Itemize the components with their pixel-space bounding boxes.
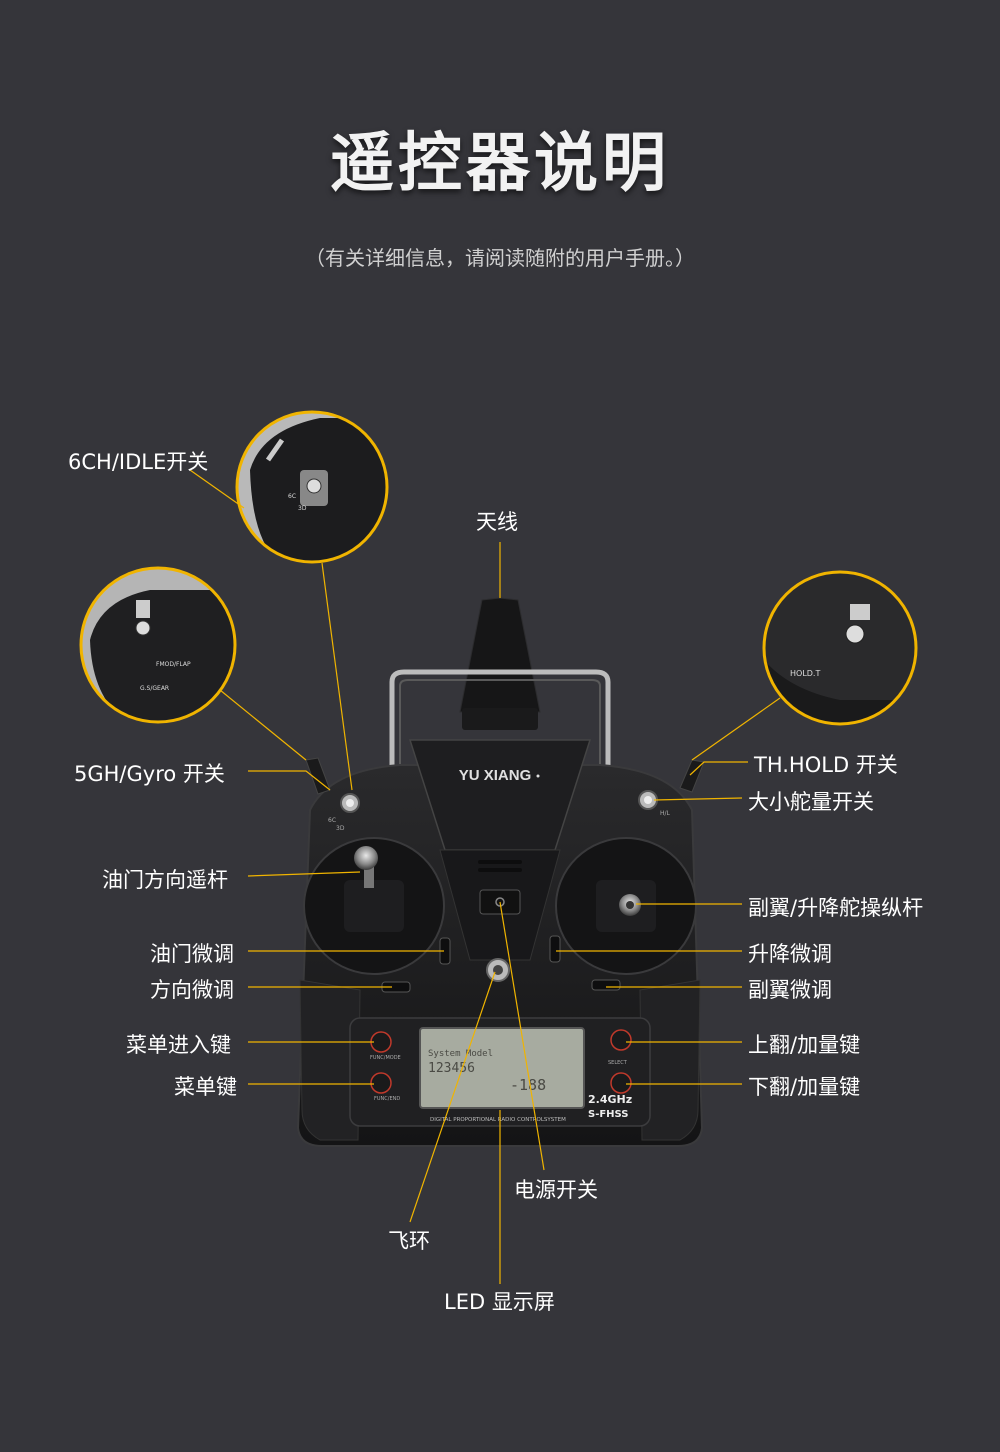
label-throttle-trim: 油门微调	[150, 942, 234, 966]
fhss-label: S-FHSS	[588, 1109, 629, 1120]
hold-switch-inset: HOLD.T	[762, 570, 918, 726]
led-screen: System Model 123456 -188	[419, 1027, 585, 1109]
label-idle-switch: 6CH/IDLE开关	[68, 450, 209, 474]
label-aileron-trim: 副翼微调	[748, 978, 832, 1002]
lcd-line3: -188	[510, 1076, 546, 1094]
idle-switch-inset: 6C 3D	[235, 410, 389, 564]
label-gyro-switch: 5GH/Gyro 开关	[74, 762, 225, 786]
label-power-switch: 电源开关	[514, 1178, 598, 1202]
select-mark: SELECT	[608, 1060, 628, 1066]
page-title: 遥控器说明	[330, 127, 670, 201]
label-up-key: 上翻/加量键	[748, 1033, 861, 1057]
lcd-line2: 123456	[428, 1061, 475, 1076]
brand-label: YU XIANG	[459, 767, 532, 784]
label-menu-enter: 菜单进入键	[126, 1033, 231, 1057]
aileron-trim[interactable]	[591, 979, 621, 991]
switch-mark-6c: 6C	[328, 817, 336, 824]
label-elevator-stick: 副翼/升降舵操纵杆	[748, 896, 924, 920]
band-label: 2.4GHz	[588, 1093, 632, 1106]
flight-ring	[486, 958, 510, 982]
label-rate-switch: 大小舵量开关	[748, 790, 874, 814]
switch-mark-3d: 3D	[336, 825, 345, 832]
label-down-key: 下翻/加量键	[748, 1075, 861, 1099]
label-hold-switch: TH.HOLD 开关	[754, 753, 898, 777]
gyro-inset-mark-a: FMOD/FLAP	[156, 661, 191, 668]
gyro-switch-lever[interactable]	[305, 757, 331, 795]
label-antenna: 天线	[476, 510, 518, 534]
idle-inset-mark-a: 6C	[288, 493, 296, 500]
lcd-line1: System Model	[428, 1049, 493, 1059]
antenna	[459, 597, 541, 730]
panel-strip-text: DIGITAL PROPORTIONAL RADIO CONTROLSYSTEM	[430, 1117, 566, 1123]
elevator-stick[interactable]	[619, 894, 641, 916]
hl-mark: H/L	[660, 810, 671, 817]
up-button[interactable]	[610, 1029, 632, 1051]
idle-switch[interactable]	[340, 793, 360, 813]
elevator-trim[interactable]	[549, 935, 561, 963]
label-led-screen: LED 显示屏	[444, 1290, 555, 1314]
menu-button[interactable]	[370, 1072, 392, 1094]
label-menu-key: 菜单键	[174, 1075, 237, 1099]
gyro-switch-inset: FMOD/FLAP G.S/GEAR	[79, 566, 237, 724]
leader-lines	[189, 469, 781, 1284]
label-elevator-trim: 升降微调	[748, 942, 832, 966]
carry-handle	[389, 669, 611, 770]
label-flight-ring: 飞环	[388, 1229, 430, 1253]
page-subtitle: （有关详细信息，请阅读随附的用户手册。）	[305, 246, 695, 270]
label-throttle-stick: 油门方向遥杆	[102, 868, 228, 892]
gyro-inset-mark-b: G.S/GEAR	[140, 685, 169, 692]
func-end-mark: FUNC/END	[374, 1096, 400, 1102]
label-rudder-trim: 方向微调	[150, 978, 234, 1002]
throttle-stick[interactable]	[354, 846, 378, 888]
hold-inset-mark: HOLD.T	[790, 669, 820, 678]
down-button[interactable]	[610, 1072, 632, 1094]
idle-inset-mark-b: 3D	[298, 505, 307, 512]
func-mode-mark: FUNC/MODE	[370, 1055, 401, 1061]
